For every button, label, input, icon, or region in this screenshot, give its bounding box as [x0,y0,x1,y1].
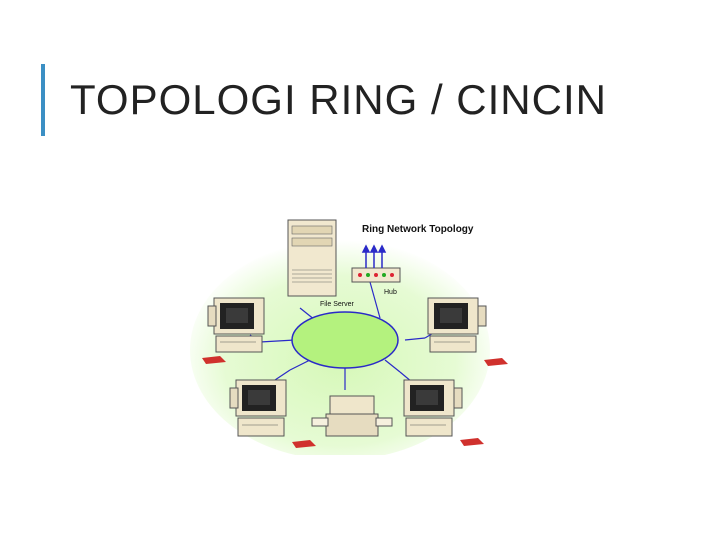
diagram-canvas: Ring Network Topology File Server [190,219,508,455]
hub-label: Hub [384,289,397,296]
printer-icon [311,395,393,437]
hub-icon [351,244,401,283]
ring-topology-diagram: Ring Network Topology File Server [180,210,515,455]
file-server-icon [287,219,337,297]
slide-title: TOPOLOGI RING / CINCIN [70,76,607,123]
diagram-heading: Ring Network Topology [362,224,474,235]
ring-network [291,311,399,369]
file-server-label: File Server [320,301,355,308]
workstation-icon-bottom-right [403,379,484,446]
workstation-icon-top-right [427,297,508,366]
title-accent-bar [41,64,45,136]
workstation-icon-bottom-left [229,379,316,448]
workstation-icon-top-left [202,297,265,364]
